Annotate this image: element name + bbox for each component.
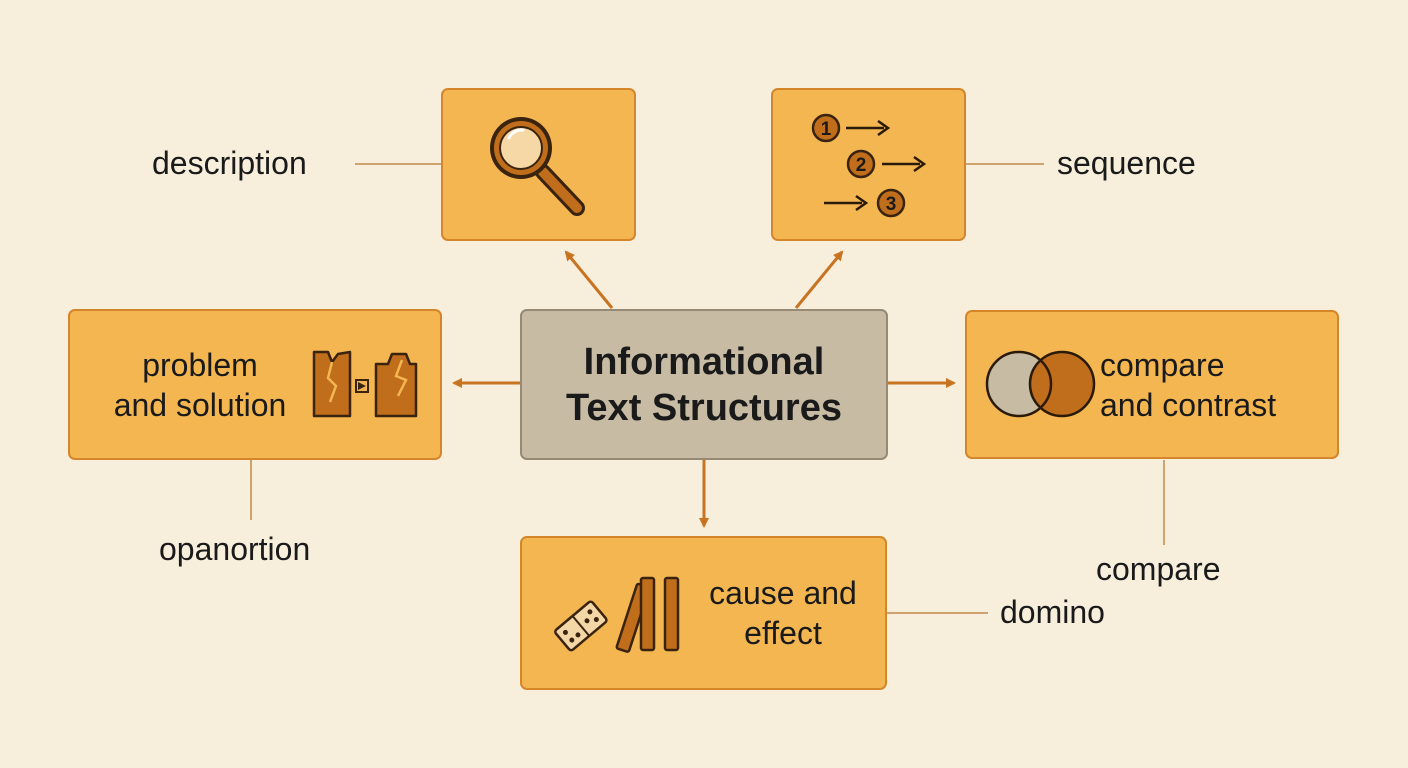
broken-to-fixed-icon (312, 350, 418, 418)
step-3-number: 3 (886, 194, 897, 215)
magnifier-icon (490, 117, 585, 216)
cause-effect-line2: effect (744, 615, 822, 651)
compare-contrast-line2: and contrast (1100, 386, 1277, 423)
step-2: 2 (846, 149, 927, 179)
step-1-number: 1 (821, 119, 832, 140)
step-3: 3 (824, 188, 906, 218)
center-title-line2: Text Structures (566, 386, 842, 429)
compare-contrast-label: compare (1096, 551, 1221, 587)
numbered-steps-icon: 1 2 3 (811, 113, 927, 218)
compare-contrast-text: compare and contrast (1100, 310, 1330, 459)
center-title-line1: Informational (583, 340, 825, 383)
arrow-to-description (564, 250, 614, 309)
problem-solution-line1: problem (142, 346, 258, 383)
center-node: Informational Text Structures (520, 309, 888, 460)
problem-solution-label: opanortion (159, 531, 311, 567)
description-label: description (152, 145, 307, 181)
step-1: 1 (811, 113, 891, 143)
falling-dominoes-icon (554, 576, 680, 653)
problem-solution-text: problem and solution (84, 309, 316, 460)
arrow-to-sequence (794, 250, 844, 309)
compare-contrast-line1: compare (1100, 346, 1225, 383)
cause-effect-text: cause and effect (688, 536, 878, 690)
venn-diagram-icon (985, 350, 1096, 418)
cause-effect-label: domino (1000, 594, 1105, 630)
cause-effect-line1: cause and (709, 575, 857, 611)
step-2-number: 2 (856, 155, 867, 176)
problem-solution-line2: and solution (113, 386, 287, 423)
sequence-label: sequence (1057, 145, 1196, 181)
